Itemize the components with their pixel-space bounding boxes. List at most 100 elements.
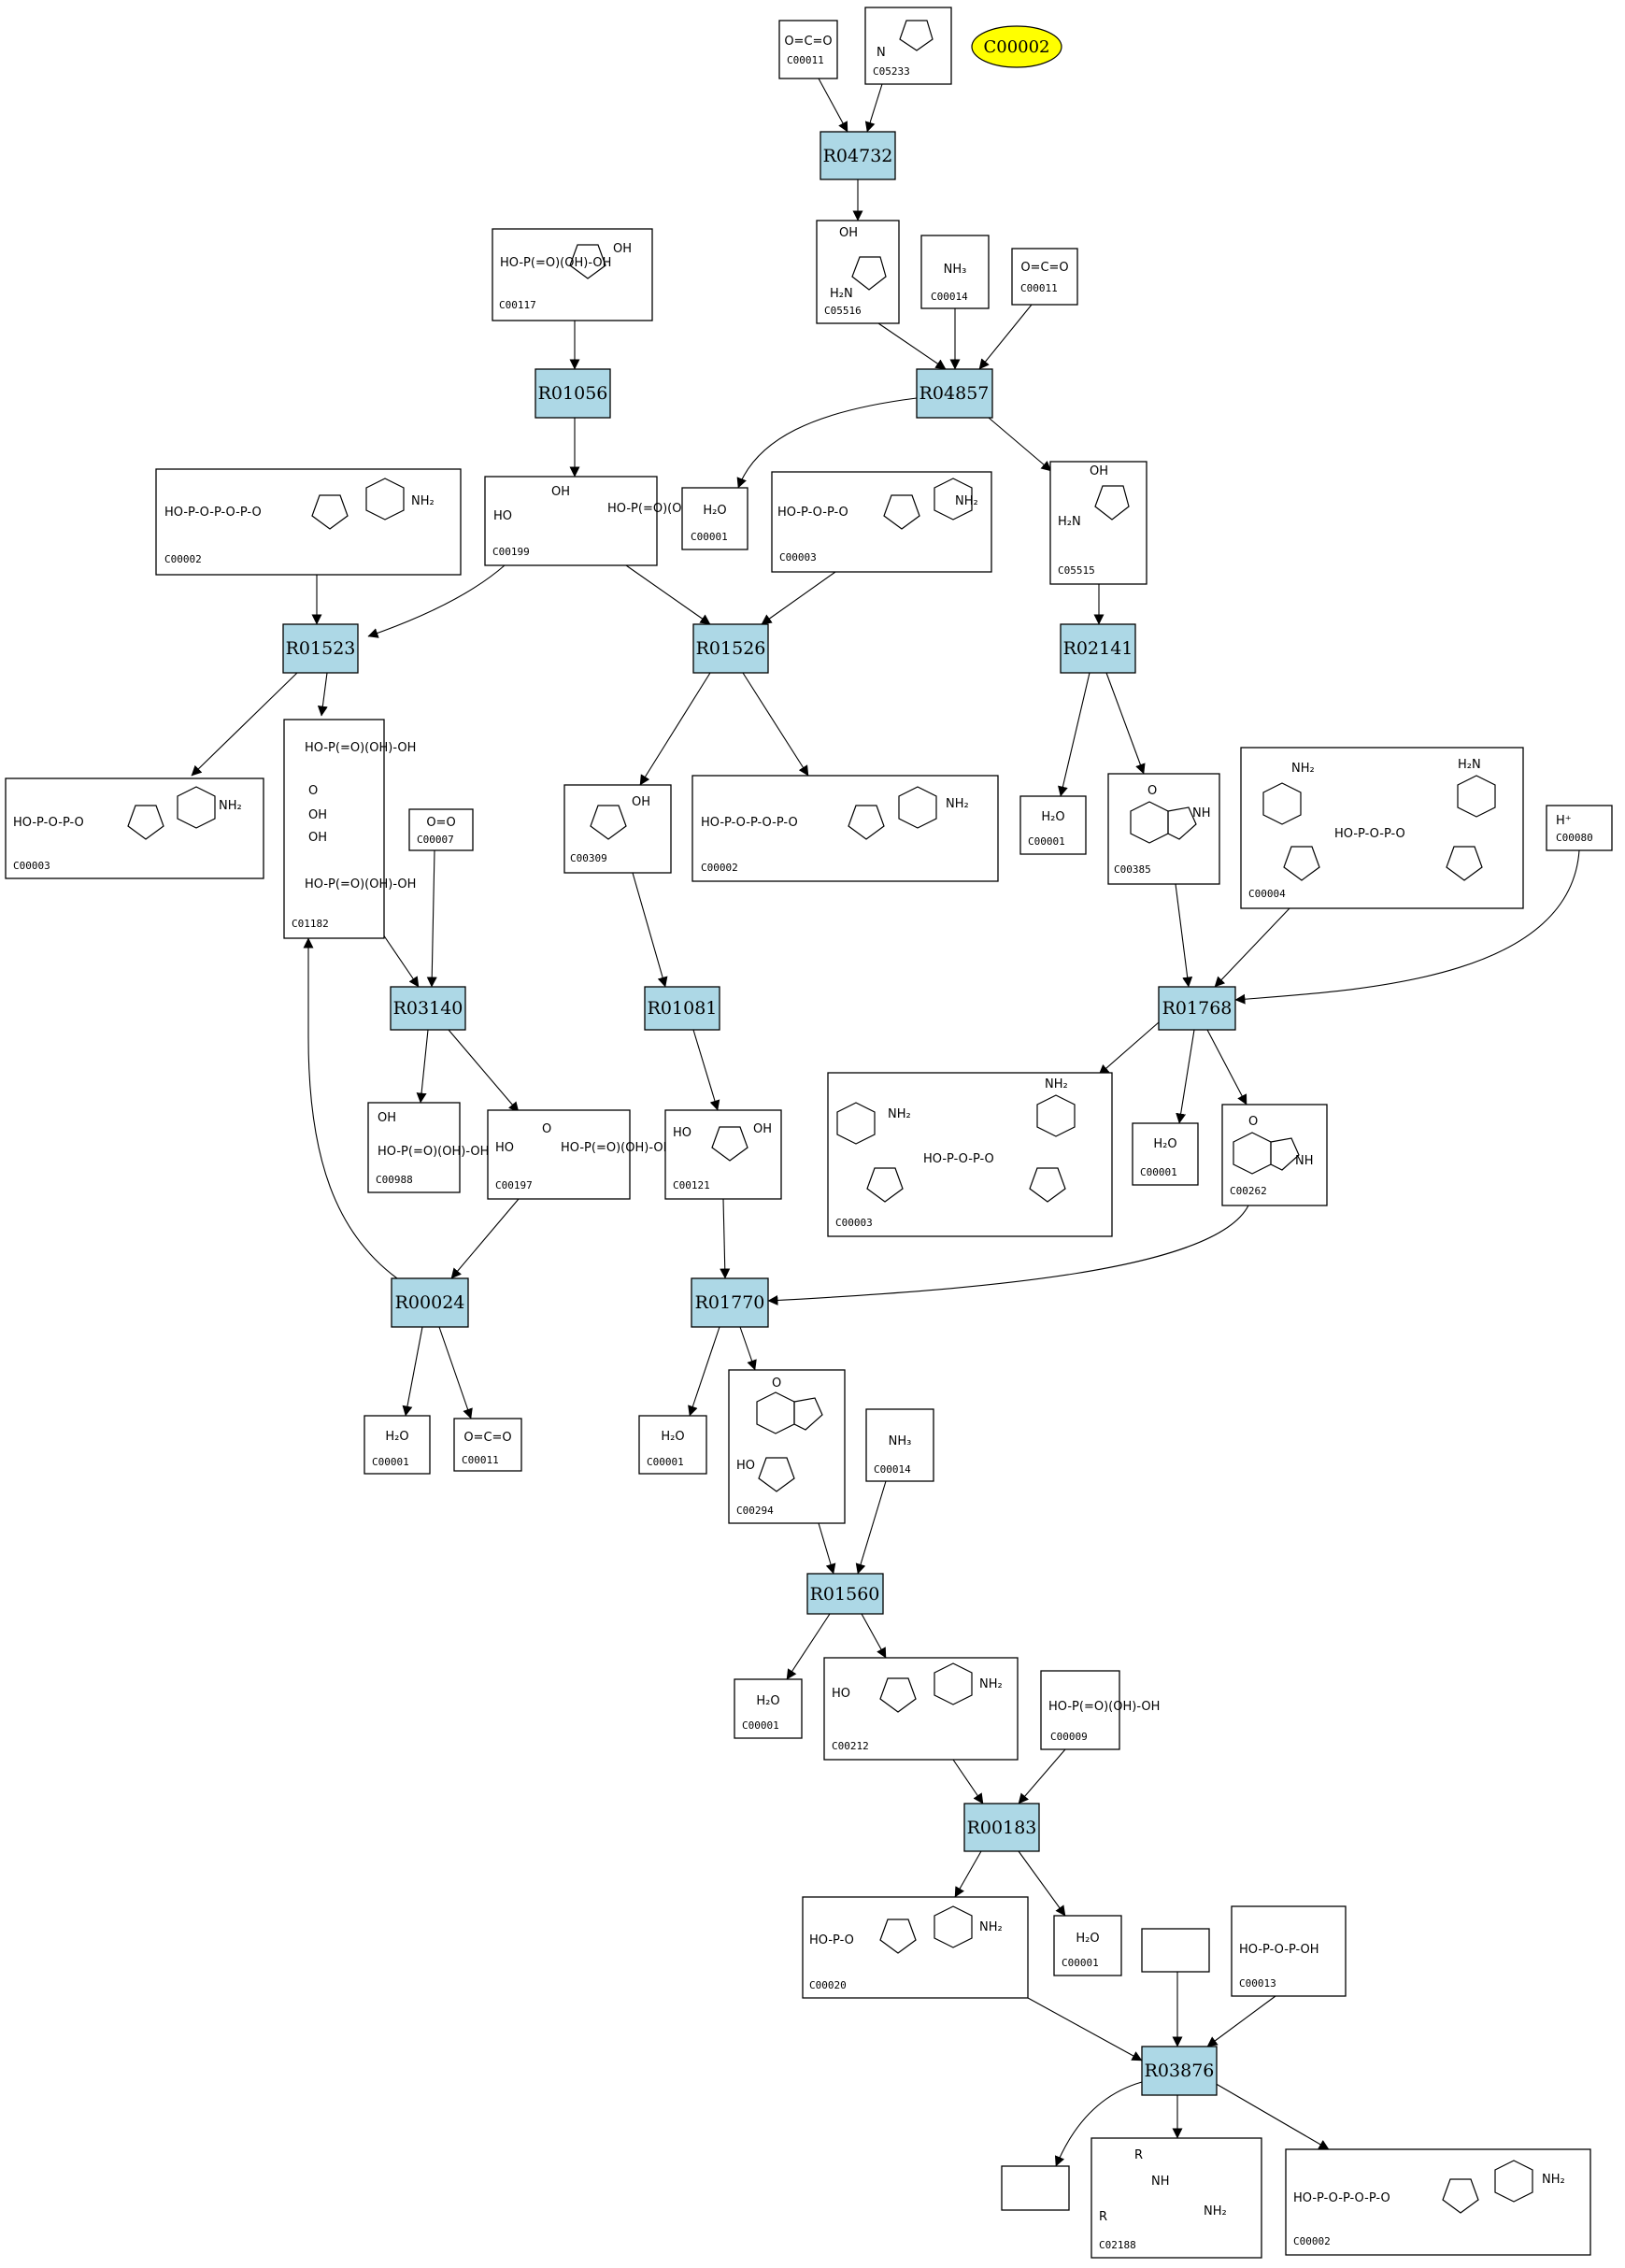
svg-text:R01560: R01560 <box>810 1584 880 1605</box>
compound-c05515[interactable]: OH H₂N C05515 <box>1049 461 1147 585</box>
compound-c00011[interactable]: O=C=O C00011 <box>778 20 838 79</box>
svg-text:O=C=O: O=C=O <box>463 1431 511 1445</box>
svg-text:HO-P(=O)(OH)-OH: HO-P(=O)(OH)-OH <box>305 877 416 892</box>
compound-c00001-c[interactable]: H₂O C00001 <box>1132 1122 1199 1186</box>
compound-c00003-b[interactable]: HO-P-O-P-O NH₂ C00003 <box>5 777 264 879</box>
reaction-r00183[interactable]: R00183 <box>963 1803 1040 1852</box>
compound-c00294[interactable]: O HO C00294 <box>728 1369 846 1524</box>
compound-c00011-c[interactable]: O=C=O C00011 <box>453 1418 522 1472</box>
compound-c05516[interactable]: OH H₂N C05516 <box>816 220 900 324</box>
svg-text:C00080: C00080 <box>1556 832 1593 844</box>
edge-r03140-c00197 <box>448 1029 520 1113</box>
edge-r02141-c00001 <box>1058 672 1090 797</box>
adenine-ring <box>1494 2160 1533 2203</box>
compound-c02188[interactable]: R NH R NH₂ C02188 <box>1090 2137 1262 2259</box>
svg-text:C00011: C00011 <box>1020 282 1058 294</box>
ribose-ring <box>758 1457 795 1492</box>
svg-text:O=O: O=O <box>426 816 455 830</box>
svg-text:O=C=O: O=C=O <box>784 35 832 49</box>
svg-text:NH: NH <box>1295 1154 1314 1168</box>
compound-unlabeled-a[interactable] <box>1141 1928 1210 1973</box>
compound-c00014[interactable]: NH₃ C00014 <box>920 235 990 309</box>
reaction-r01523[interactable]: R01523 <box>282 623 359 674</box>
compound-c00212[interactable]: NH₂ HO C00212 <box>823 1657 1019 1761</box>
svg-text:C00003: C00003 <box>779 551 817 563</box>
compound-c00121[interactable]: HO OH C00121 <box>664 1109 782 1200</box>
compound-c00002-left[interactable]: HO-P-O-P-O-P-O NH₂ C00002 <box>155 468 462 576</box>
compound-c00197[interactable]: HO O HO-P(=O)(OH)-OH C00197 <box>487 1109 672 1200</box>
compound-unlabeled-b[interactable] <box>1001 2165 1070 2211</box>
svg-text:C00117: C00117 <box>499 299 536 311</box>
svg-text:HO-P-O-P-O: HO-P-O-P-O <box>1334 827 1405 841</box>
compound-c00262[interactable]: O NH C00262 <box>1221 1104 1328 1206</box>
compound-c00013[interactable]: HO-P-O-P-OH C00013 <box>1231 1905 1347 1997</box>
reaction-r02141[interactable]: R02141 <box>1060 623 1136 674</box>
svg-text:R03876: R03876 <box>1145 2061 1215 2081</box>
reaction-r01056[interactable]: R01056 <box>535 368 611 419</box>
edge-r00024-c01182 <box>303 937 398 1279</box>
svg-text:C00001: C00001 <box>691 531 728 543</box>
svg-text:H₂O: H₂O <box>1076 1932 1099 1946</box>
edge-r01770-c00294 <box>739 1326 757 1371</box>
reaction-r01526[interactable]: R01526 <box>692 623 769 674</box>
reaction-r03876[interactable]: R03876 <box>1141 2046 1218 2096</box>
reaction-r01768[interactable]: R01768 <box>1158 986 1236 1031</box>
compound-c00385[interactable]: O NH C00385 <box>1107 773 1220 885</box>
compound-c00001-b[interactable]: H₂O C00001 <box>1019 795 1087 855</box>
reaction-r01081[interactable]: R01081 <box>644 986 720 1031</box>
reaction-r04857[interactable]: R04857 <box>916 368 993 419</box>
edge-r01523-c00003 <box>191 672 298 777</box>
svg-text:NH₂: NH₂ <box>411 494 435 508</box>
edge-c00004-r01768 <box>1214 907 1290 988</box>
svg-text:OH: OH <box>551 485 570 499</box>
ribose-ring <box>569 244 606 279</box>
compound-c00988[interactable]: OH HO-P(=O)(OH)-OH C00988 <box>367 1102 489 1193</box>
compound-c00007[interactable]: O=O C00007 <box>408 808 474 851</box>
compound-c00003-c[interactable]: NH₂ HO-P-O-P-O NH₂ C00003 <box>827 1072 1113 1237</box>
svg-text:C00262: C00262 <box>1230 1185 1267 1197</box>
reaction-r03140[interactable]: R03140 <box>390 986 466 1031</box>
compound-c00117[interactable]: HO-P(=O)(OH)-OH OH C00117 <box>492 228 653 321</box>
svg-text:HO-P(=O)(OH)-OH: HO-P(=O)(OH)-OH <box>561 1141 672 1155</box>
svg-text:HO-P-O-P-O: HO-P-O-P-O <box>923 1152 994 1166</box>
reaction-r00024[interactable]: R00024 <box>391 1277 469 1328</box>
svg-text:NH₂: NH₂ <box>1045 1077 1068 1091</box>
svg-text:R01081: R01081 <box>648 998 718 1019</box>
compound-c00014-b[interactable]: NH₃ C00014 <box>865 1408 934 1482</box>
compound-c00001-f[interactable]: H₂O C00001 <box>734 1678 803 1739</box>
compound-c00020[interactable]: HO-P-O NH₂ C00020 <box>802 1896 1029 1999</box>
compound-c05233[interactable]: N C05233 <box>864 7 952 85</box>
compound-c00001-d[interactable]: H₂O C00001 <box>363 1415 431 1475</box>
compound-c00009[interactable]: HO-P(=O)(OH)-OH C00009 <box>1040 1670 1160 1750</box>
reaction-r01560[interactable]: R01560 <box>806 1573 884 1615</box>
compound-c00011-b[interactable]: O=C=O C00011 <box>1011 248 1078 306</box>
svg-text:C00294: C00294 <box>736 1505 774 1517</box>
svg-text:NH₂: NH₂ <box>1542 2173 1565 2187</box>
compound-c01182[interactable]: HO-P(=O)(OH)-OH O OH OH HO-P(=O)(OH)-OH … <box>283 719 416 939</box>
svg-text:OH: OH <box>378 1111 396 1125</box>
compound-c00001-e[interactable]: H₂O C00001 <box>638 1415 707 1475</box>
compound-c00309[interactable]: OH C00309 <box>563 784 672 874</box>
svg-text:OH: OH <box>753 1122 772 1136</box>
highlight-c00002[interactable]: C00002 <box>971 25 1062 68</box>
svg-text:H₂O: H₂O <box>661 1430 684 1444</box>
compound-c00080[interactable]: H⁺ C00080 <box>1546 805 1613 851</box>
svg-text:H₂O: H₂O <box>703 504 726 518</box>
compound-c00199[interactable]: HO OH HO-P(=O)(OH)-OH C00199 <box>484 476 719 566</box>
svg-text:NH₂: NH₂ <box>955 494 978 508</box>
compound-c00003-a[interactable]: HO-P-O-P-O NH₂ C00003 <box>771 471 992 573</box>
compound-c00004[interactable]: NH₂ HO-P-O-P-O H₂N C00004 <box>1240 747 1524 909</box>
reaction-r04732[interactable]: R04732 <box>820 131 896 180</box>
svg-text:HO-P(=O)(OH)-OH: HO-P(=O)(OH)-OH <box>305 741 416 755</box>
svg-text:NH₂: NH₂ <box>979 1920 1003 1934</box>
reaction-r01770[interactable]: R01770 <box>691 1277 769 1328</box>
edge-c00199-r01523 <box>367 564 506 638</box>
compound-c00001-g[interactable]: H₂O C00001 <box>1053 1915 1122 1976</box>
edge-r01768-c00003 <box>1098 1021 1160 1076</box>
compound-c00002-bottom[interactable]: HO-P-O-P-O-P-O NH₂ C00002 <box>1285 2148 1591 2256</box>
svg-text:H₂N: H₂N <box>1458 758 1481 772</box>
compound-c00001-a[interactable]: H₂O C00001 <box>681 487 748 550</box>
compound-c00002-mid[interactable]: HO-P-O-P-O-P-O NH₂ C00002 <box>691 775 999 882</box>
edge-c00294-r01560 <box>818 1522 836 1575</box>
